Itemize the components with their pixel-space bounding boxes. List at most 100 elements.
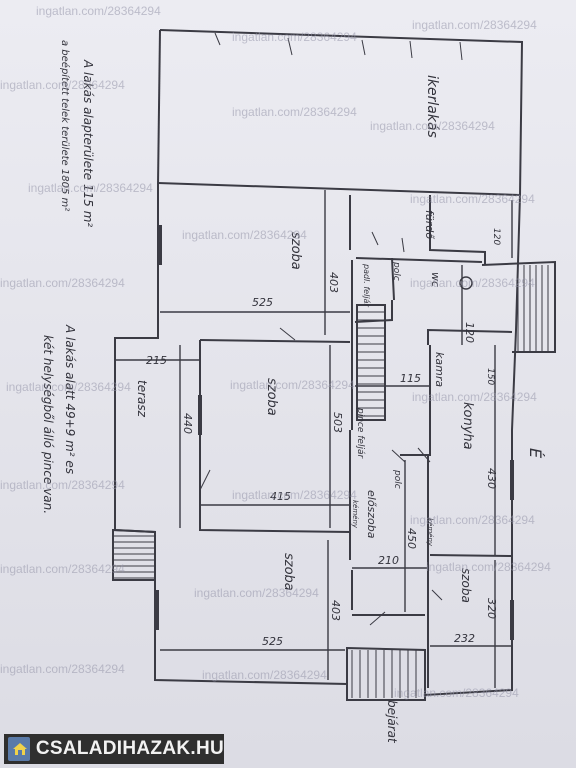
window-5 xyxy=(510,600,514,640)
watermark: ingatlan.com/28364294 xyxy=(230,378,355,392)
watermark: ingatlan.com/28364294 xyxy=(370,119,495,133)
dim-115: 115 xyxy=(400,372,421,385)
watermark: ingatlan.com/28364294 xyxy=(6,380,131,394)
dimension-lines xyxy=(115,190,513,688)
watermark: ingatlan.com/28364294 xyxy=(182,228,307,242)
dim-415: 415 xyxy=(270,490,291,503)
stair-bottom xyxy=(346,646,426,701)
watermark: ingatlan.com/28364294 xyxy=(412,18,537,32)
wall-polc xyxy=(354,257,395,323)
label-kemeny-left: kémény xyxy=(351,500,359,529)
watermark: ingatlan.com/28364294 xyxy=(0,78,125,92)
dim-232: 232 xyxy=(454,632,475,645)
label-padlas: padl. feljár xyxy=(362,263,371,307)
label-kamra: kamra xyxy=(433,352,446,387)
watermark: ingatlan.com/28364294 xyxy=(232,105,357,119)
wall-kamra-top xyxy=(427,328,513,345)
watermark: ingatlan.com/28364294 xyxy=(410,513,535,527)
watermark: ingatlan.com/28364294 xyxy=(0,276,125,290)
label-ikerlakas: ikerlakás xyxy=(424,75,440,138)
wall-kamra-left xyxy=(400,345,431,456)
label-polc-mid: polc xyxy=(392,469,402,489)
dim-525a: 525 xyxy=(252,296,273,309)
note-cellar-1: A lakás alatt 49+9 m² es xyxy=(63,324,77,474)
dim-503: 503 xyxy=(331,412,344,433)
stair-right xyxy=(481,260,556,353)
label-konyha: konyha xyxy=(460,402,475,450)
door-marks-top xyxy=(214,32,463,61)
label-terasz: terasz xyxy=(135,380,149,418)
label-polc-top: polc xyxy=(391,261,401,281)
dim-150: 150 xyxy=(485,368,495,385)
window-4 xyxy=(510,460,514,500)
watermark: ingatlan.com/28364294 xyxy=(394,686,519,700)
door-marks-low xyxy=(199,447,443,626)
wall-stair-left xyxy=(349,195,353,430)
label-eloszoba: előszoba xyxy=(365,490,378,539)
wall-twin-divider xyxy=(157,182,521,196)
window-3 xyxy=(155,590,159,630)
dim-120b: 120 xyxy=(491,228,501,245)
note-area-title: A lakás alapterülete 115 m² xyxy=(81,59,95,227)
stair-pince xyxy=(356,304,386,421)
label-szoba-bot: szoba xyxy=(281,553,296,591)
watermark: ingatlan.com/28364294 xyxy=(0,662,125,676)
watermark: ingatlan.com/28364294 xyxy=(0,562,125,576)
dim-210: 210 xyxy=(378,554,399,567)
watermark: ingatlan.com/28364294 xyxy=(0,478,125,492)
watermark: ingatlan.com/28364294 xyxy=(412,390,537,404)
dim-525b: 525 xyxy=(262,635,283,648)
labels: ikerlakás fürdő wc padl. feljár polc szo… xyxy=(41,40,545,744)
dim-403b: 403 xyxy=(329,600,342,621)
label-szoba-top: szoba xyxy=(288,232,303,270)
watermark: ingatlan.com/28364294 xyxy=(202,668,327,682)
dim-440: 440 xyxy=(181,413,194,434)
label-szoba-mid: szoba xyxy=(264,378,279,416)
watermark: ingatlan.com/28364294 xyxy=(28,181,153,195)
wall-room-mid-top xyxy=(199,339,351,343)
label-north: É xyxy=(526,448,545,459)
house-icon xyxy=(8,737,30,761)
wall-bath xyxy=(429,195,486,265)
label-szoba-right: szoba xyxy=(459,568,473,603)
watermark: ingatlan.com/28364294 xyxy=(194,586,319,600)
watermark: ingatlan.com/28364294 xyxy=(36,4,161,18)
dim-215: 215 xyxy=(146,354,167,367)
label-furdo: fürdő xyxy=(423,210,436,239)
wall-twin-outline xyxy=(159,29,524,196)
toilet-mark xyxy=(459,276,473,290)
brand-name: CSALADIHAZAK.HU xyxy=(35,738,224,759)
watermark: ingatlan.com/28364294 xyxy=(232,488,357,502)
label-pince: pince feljár xyxy=(355,407,365,459)
walls xyxy=(112,29,556,701)
wall-bath-bottom xyxy=(355,257,483,263)
stair-terrace xyxy=(112,528,156,581)
stair-treads xyxy=(113,265,549,698)
label-wc: wc xyxy=(429,272,442,287)
watermark: ingatlan.com/28364294 xyxy=(426,560,551,574)
wall-kitchen-bottom xyxy=(429,554,513,557)
dim-320: 320 xyxy=(485,598,498,619)
dim-403a: 403 xyxy=(327,272,340,293)
watermark: ingatlan.com/28364294 xyxy=(410,276,535,290)
window-2 xyxy=(198,395,202,435)
note-plot-area: a beépített telek területe 1805 m² xyxy=(59,40,71,211)
dim-120a: 120 xyxy=(463,322,476,343)
door-swings xyxy=(199,32,463,626)
brand-badge[interactable]: CSALADIHAZAK.HU xyxy=(4,734,224,764)
door-marks-mid xyxy=(279,231,405,341)
window-marks xyxy=(155,225,514,640)
label-bejarat: bejárat xyxy=(385,700,399,744)
dim-430: 430 xyxy=(485,468,498,489)
watermark: ingatlan.com/28364294 xyxy=(232,30,357,44)
dim-450: 450 xyxy=(405,528,418,549)
wall-hall-left xyxy=(349,430,353,610)
wall-twin-left xyxy=(157,29,161,186)
note-cellar-2: két helységből álló pince van. xyxy=(41,335,55,514)
window-1 xyxy=(158,225,162,265)
label-kemeny-right: kémény xyxy=(426,518,434,547)
watermark: ingatlan.com/28364294 xyxy=(410,192,535,206)
